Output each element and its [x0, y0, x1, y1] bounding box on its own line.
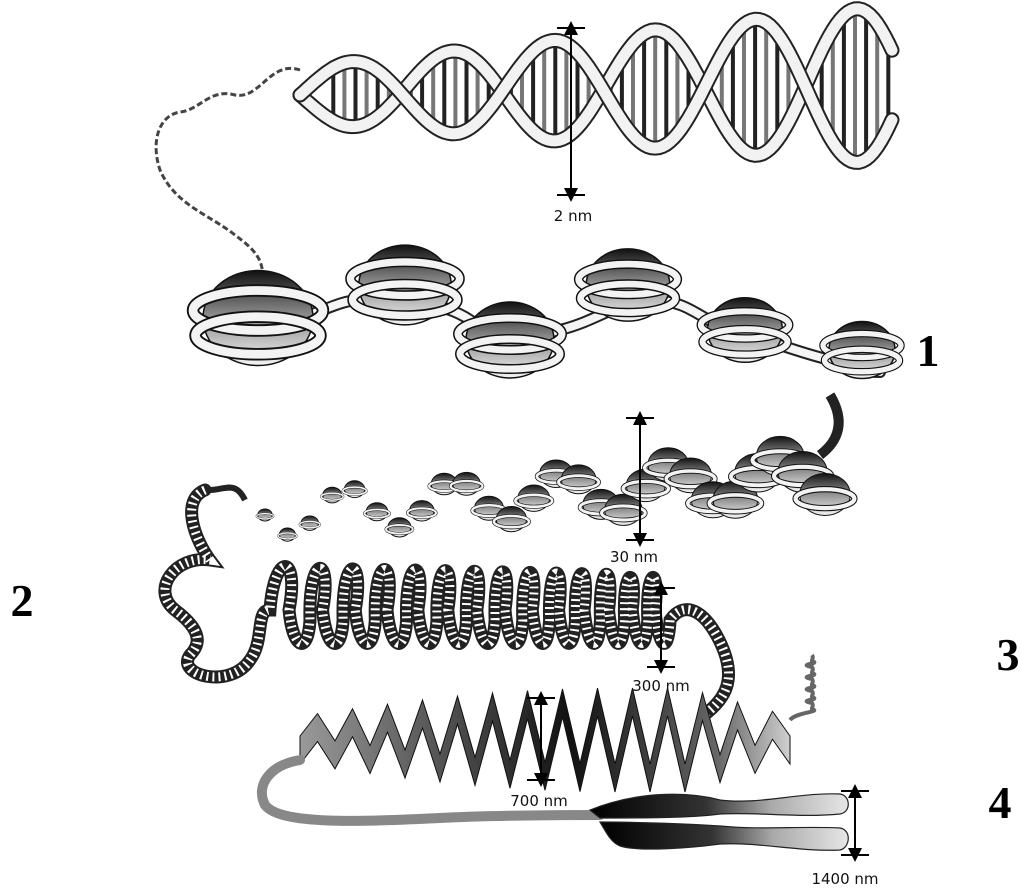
chromatid-upper [590, 794, 848, 818]
fiber-nucleosome [321, 487, 343, 503]
fiber-nucleosome [300, 516, 320, 530]
fiber-nucleosome [257, 509, 274, 521]
fiber-30nm [191, 395, 854, 541]
level-number-2: 2 [11, 575, 34, 626]
nucleosome-string [193, 245, 901, 378]
nucleosome [823, 322, 901, 379]
fiber-nucleosome [408, 501, 437, 521]
nucleosome [350, 245, 459, 325]
fiber-nucleosome [278, 528, 296, 541]
level-number-1: 1 [917, 325, 940, 376]
fiber-nucleosome [451, 472, 483, 495]
chromatid-lower [600, 822, 848, 850]
nucleosome [701, 298, 789, 363]
fiber-nucleosome [364, 503, 389, 521]
fiber-nucleosome [386, 518, 413, 537]
fiber-connector [820, 395, 839, 455]
level-number-3: 3 [997, 629, 1020, 680]
label-2nm: 2 nm [554, 207, 592, 225]
label-300nm: 300 nm [632, 677, 690, 695]
fiber-nucleosome [343, 481, 367, 498]
nucleosome [458, 302, 562, 378]
metaphase-chromosome [590, 794, 848, 850]
label-700nm: 700 nm [510, 792, 568, 810]
nucleosome [193, 271, 323, 366]
label-1400nm: 1400 nm [811, 870, 878, 888]
level-number-4: 4 [989, 777, 1012, 828]
nucleosome [579, 249, 678, 321]
label-30nm: 30 nm [610, 548, 658, 566]
dna-thin-tail [156, 68, 300, 282]
dna-double-helix [156, 9, 892, 282]
fiber-nucleosome [515, 485, 552, 511]
